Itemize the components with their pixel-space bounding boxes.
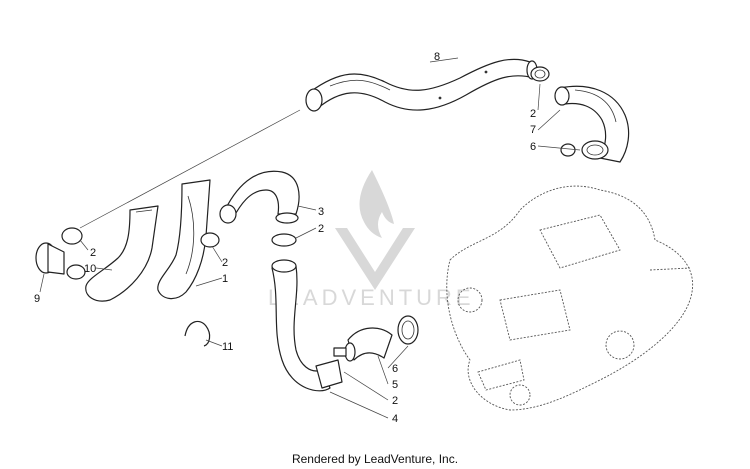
callout-2-center: 2 [318, 223, 324, 235]
callout-4: 4 [392, 413, 398, 425]
callout-8: 8 [434, 51, 440, 63]
callout-1: 1 [222, 273, 228, 285]
part-11-u-clip [184, 320, 211, 347]
part-3-tube [219, 170, 300, 224]
part-6-lower-clamp [397, 315, 419, 345]
clamp-center-2 [271, 233, 297, 247]
callout-7: 7 [530, 124, 536, 136]
svg-text:LEADVENTURE: LEADVENTURE [268, 285, 475, 310]
leadventure-watermark: LEADVENTURE [268, 170, 475, 310]
clamp-mid-2 [200, 232, 220, 248]
callout-labels: 8 2 7 6 3 2 2 1 2 10 9 11 6 5 2 4 [34, 51, 536, 425]
part-5-coupler [333, 327, 393, 362]
clamp-left-2 [61, 227, 83, 245]
callout-6-lower: 6 [392, 363, 398, 375]
callout-2-mid: 2 [222, 257, 228, 269]
callout-5: 5 [392, 379, 398, 391]
engine-block [446, 185, 694, 411]
part-4-lower-tube [271, 259, 343, 392]
leader-lines [39, 57, 581, 419]
callout-2-left: 2 [90, 247, 96, 259]
callout-3: 3 [318, 206, 324, 218]
clamp-upper-2 [530, 66, 550, 82]
clamp-left-lower [66, 264, 86, 280]
callout-2-top: 2 [530, 108, 536, 120]
leader-line-8 [79, 109, 301, 229]
part-6-upper-clamp [560, 140, 609, 160]
callout-6-top: 6 [530, 141, 536, 153]
footer-credit: Rendered by LeadVenture, Inc. [291, 452, 459, 466]
callout-10: 10 [84, 263, 96, 275]
part-10-duct [85, 205, 159, 302]
part-9-boot [35, 242, 65, 275]
callout-9: 9 [34, 293, 40, 305]
callout-11: 11 [222, 341, 233, 353]
part-7-elbow [554, 85, 630, 163]
part-8-long-tube [305, 58, 538, 112]
callout-2-lower: 2 [392, 395, 398, 407]
part-1-airbox [157, 179, 211, 300]
